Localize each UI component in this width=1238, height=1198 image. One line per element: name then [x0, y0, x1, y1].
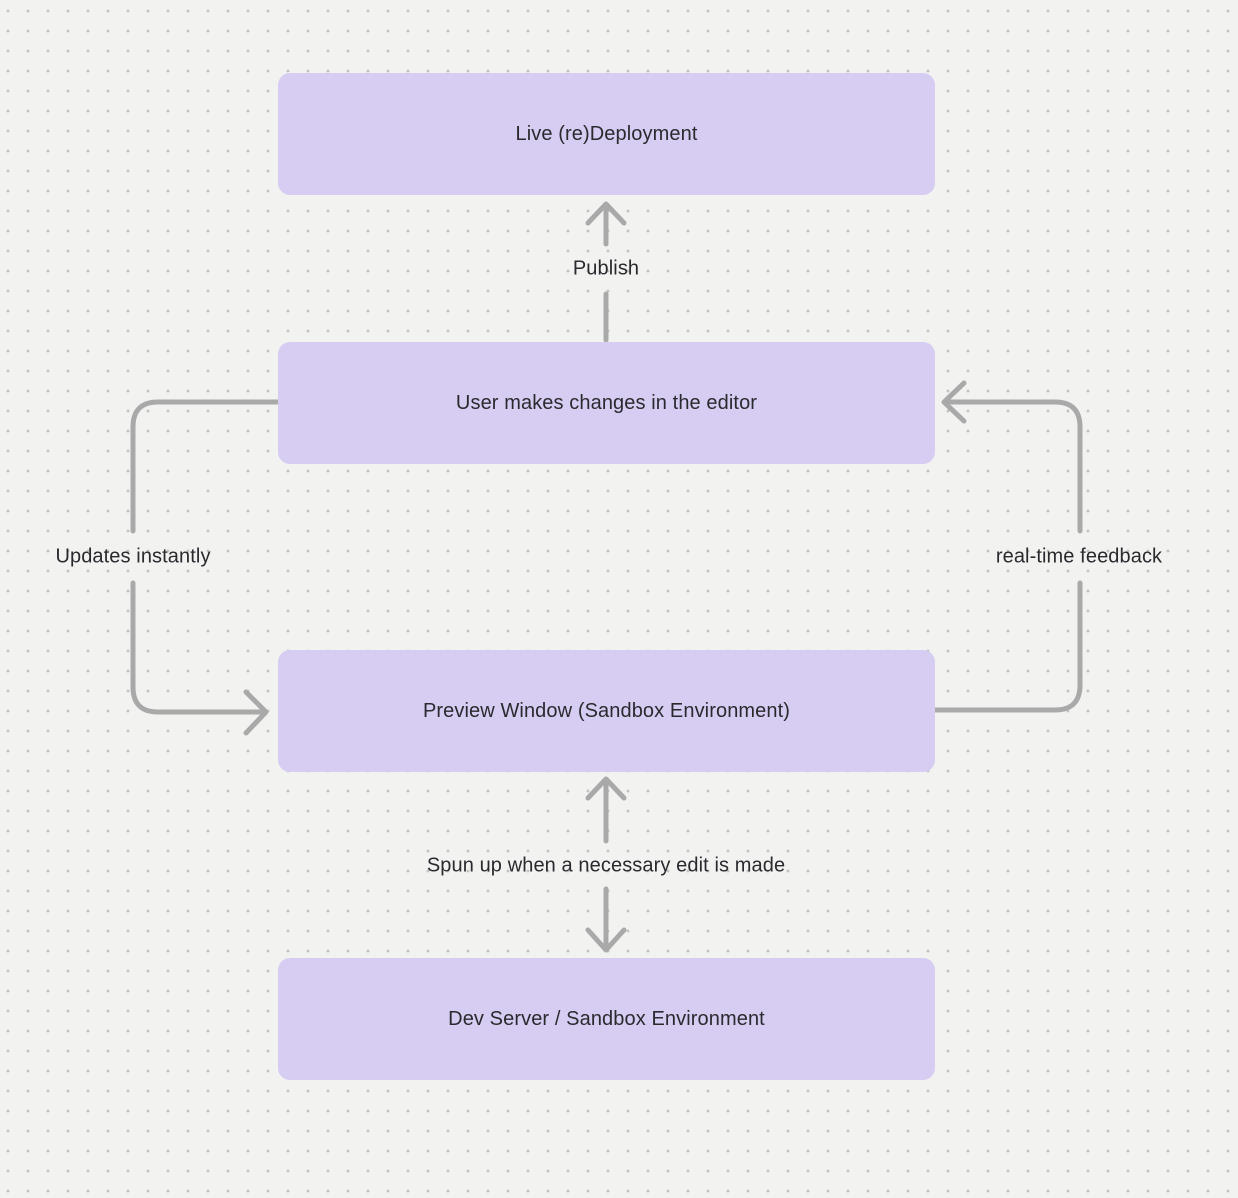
edge-label-real-time-feedback: real-time feedback: [995, 545, 1163, 568]
node-user-editor[interactable]: User makes changes in the editor: [278, 342, 935, 464]
node-live-redeployment-label: Live (re)Deployment: [515, 122, 698, 145]
edge-label-updates-instantly: Updates instantly: [55, 545, 211, 568]
edge-label-spun-up: Spun up when a necessary edit is made: [426, 854, 786, 877]
node-user-editor-label: User makes changes in the editor: [455, 391, 758, 414]
node-dev-server-label: Dev Server / Sandbox Environment: [448, 1007, 765, 1030]
node-preview-window[interactable]: Preview Window (Sandbox Environment): [278, 650, 935, 772]
node-live-redeployment[interactable]: Live (re)Deployment: [278, 73, 935, 195]
node-preview-window-label: Preview Window (Sandbox Environment): [422, 699, 791, 722]
node-dev-server[interactable]: Dev Server / Sandbox Environment: [278, 958, 935, 1080]
edge-label-publish: Publish: [572, 257, 640, 280]
